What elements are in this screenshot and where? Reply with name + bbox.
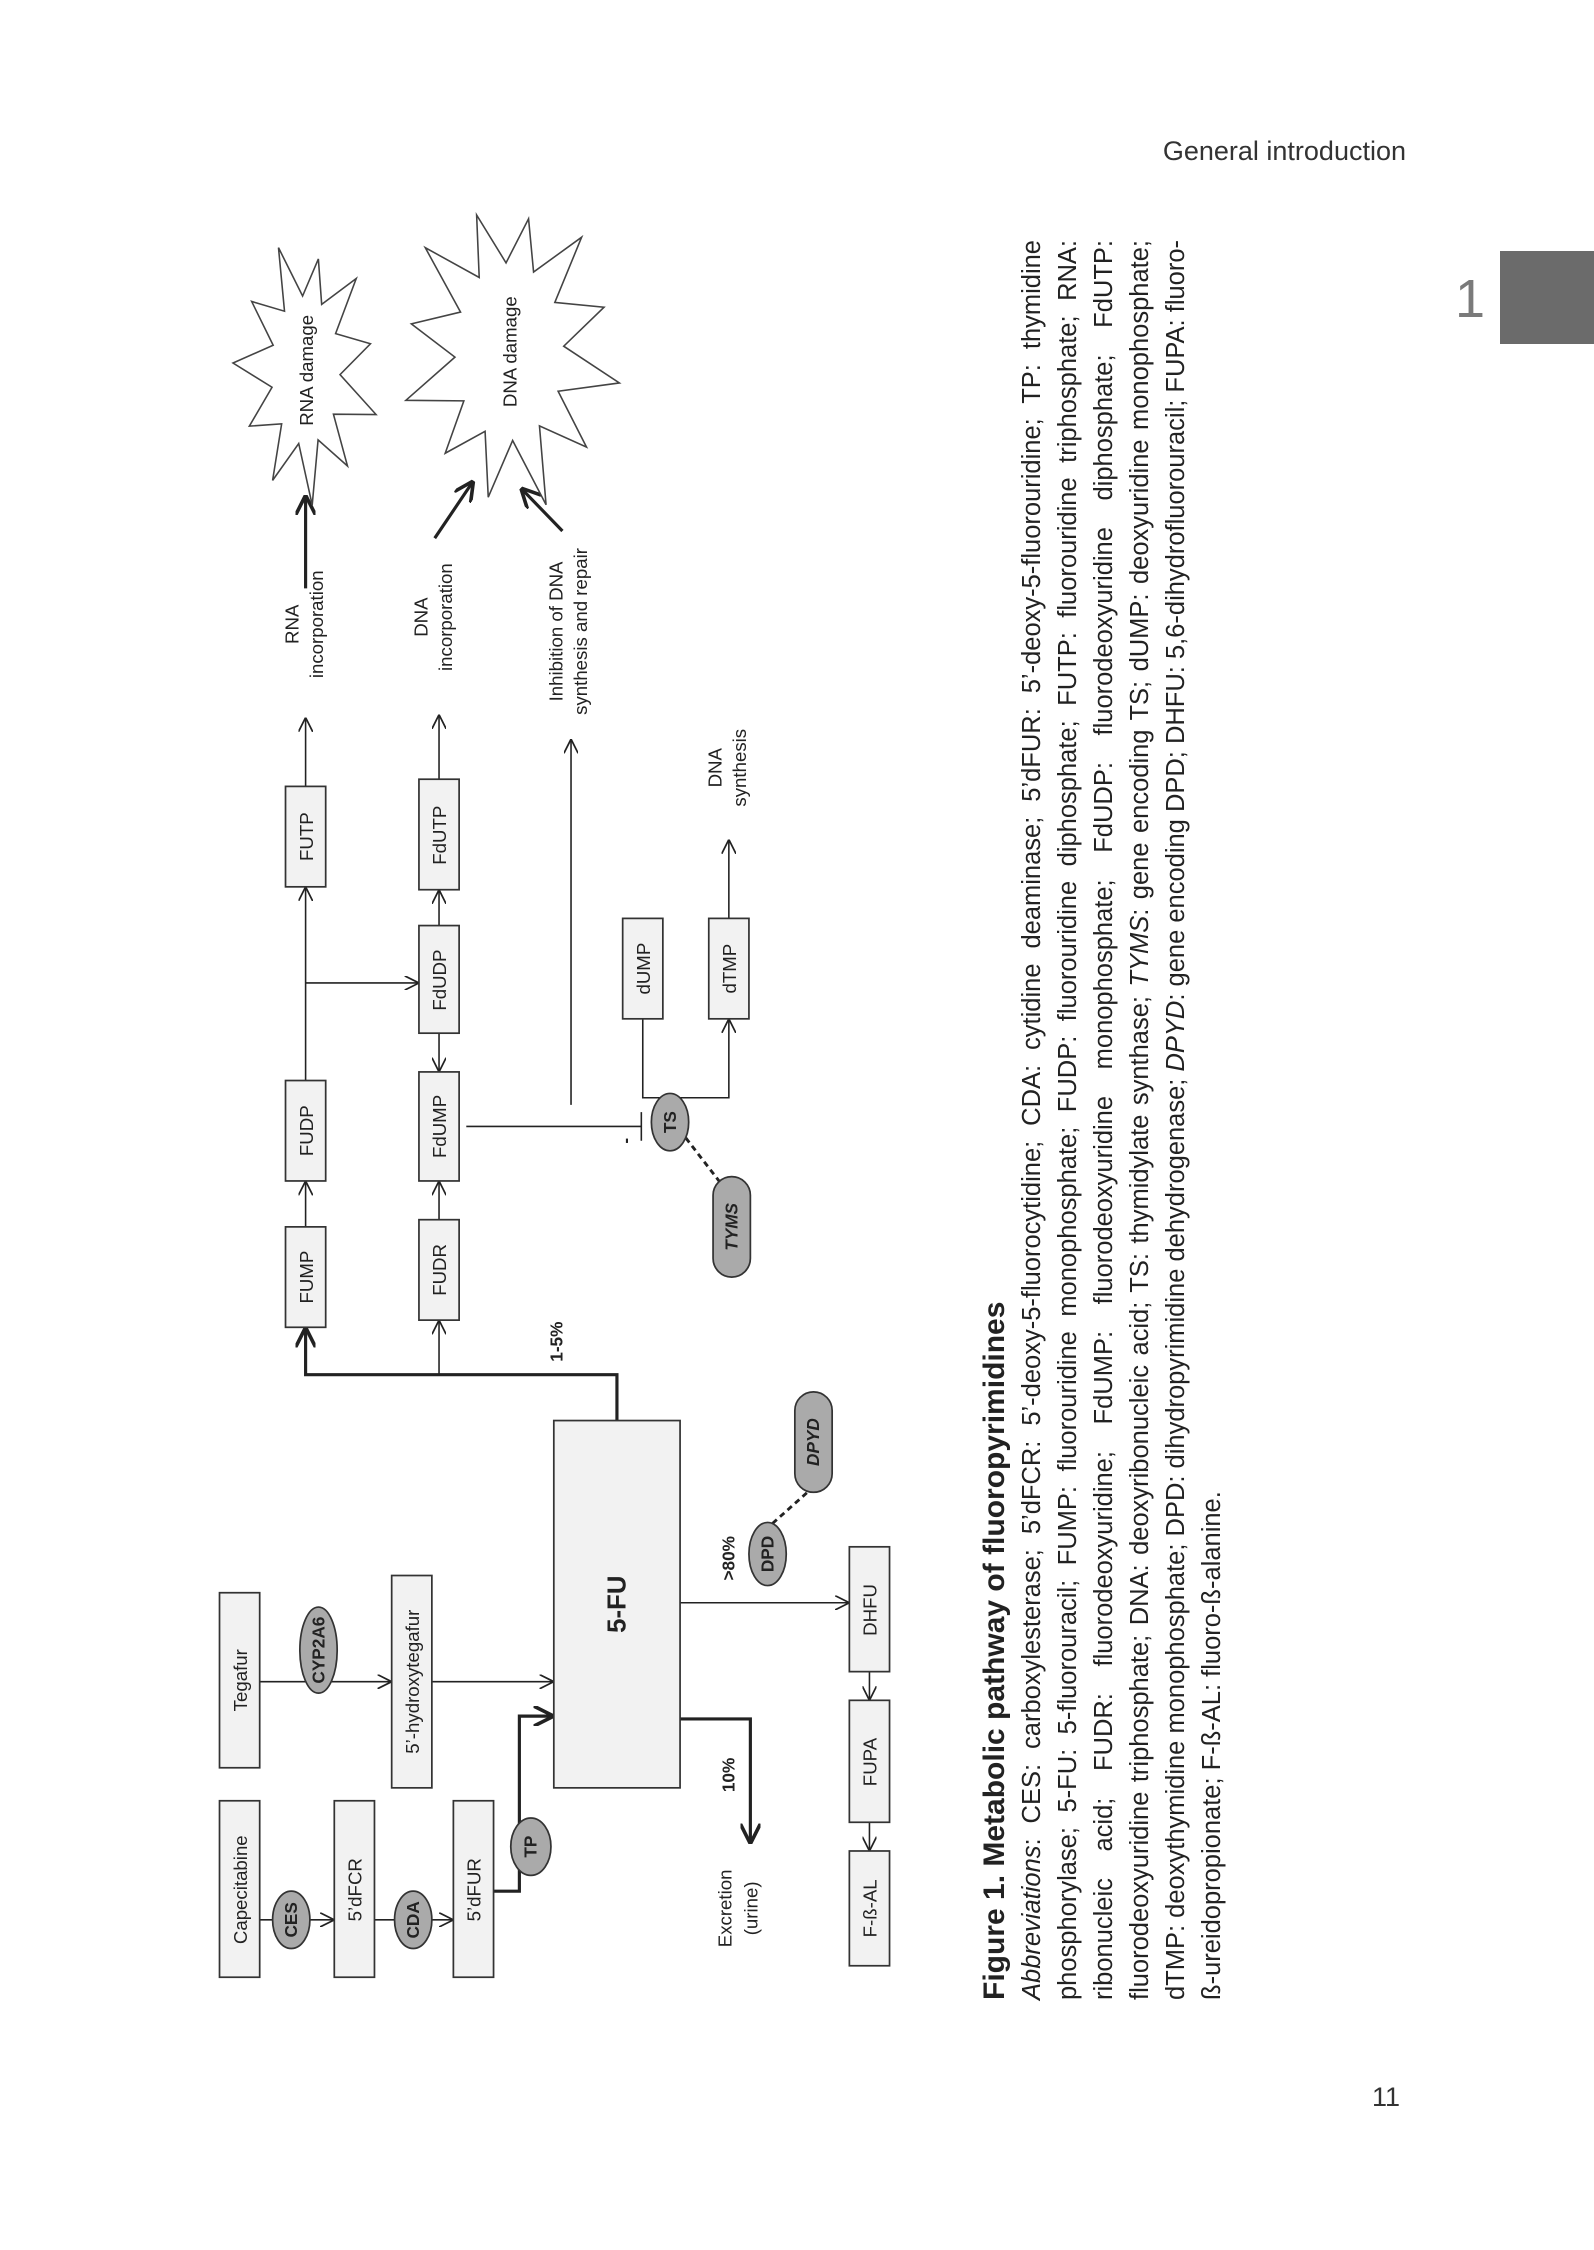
figure-caption: Figure 1. Metabolic pathway of fluoropyr…	[976, 240, 1230, 2000]
label-dna-synthesis-1: DNA	[705, 748, 726, 788]
svg-text:FUMP: FUMP	[296, 1251, 317, 1304]
enzyme-ts: TS	[650, 1092, 690, 1152]
running-head: General introduction	[1162, 136, 1406, 166]
dna-damage-burst	[403, 211, 622, 506]
svg-text:DPYD: DPYD	[803, 1418, 823, 1466]
arrow-dna-damage-inc	[433, 481, 474, 540]
label-urine: (urine)	[741, 1881, 762, 1935]
svg-text:FdUTP: FdUTP	[429, 806, 450, 865]
ts-tyms-link	[684, 1137, 726, 1190]
arrow-dna-damage-inhib	[521, 488, 564, 533]
node-hydroxytegafur: 5’-hydroxytegafur	[390, 1574, 433, 1789]
node-fdump: FdUMP	[418, 1071, 460, 1182]
svg-text:FUDP: FUDP	[296, 1105, 317, 1156]
svg-text:FdUMP: FdUMP	[429, 1095, 450, 1158]
svg-text:FUTP: FUTP	[296, 812, 317, 861]
arrow-dfur-5fu	[493, 1716, 554, 1893]
node-fudp: FUDP	[284, 1079, 327, 1182]
enzyme-tp: TP	[509, 1817, 552, 1877]
gene-dpyd: DPYD	[793, 1391, 834, 1494]
enzyme-cyp2a6: CYP2A6	[299, 1606, 339, 1695]
node-capecitabine: Capecitabine	[218, 1799, 261, 1979]
caption-tyms: TYMS	[1126, 915, 1154, 987]
svg-text:dUMP: dUMP	[633, 943, 654, 995]
node-dfur: 5’dFUR	[452, 1799, 495, 1979]
chapter-number: 1	[1455, 269, 1486, 329]
node-fbal: F-ß-AL	[848, 1850, 891, 1967]
svg-text:5’dFUR: 5’dFUR	[464, 1858, 485, 1921]
node-fdudp: FdUDP	[418, 924, 460, 1035]
label-dna-incorporation-2: incorporation	[435, 563, 456, 671]
label-dna-synthesis-2: synthesis	[729, 729, 750, 807]
label-1-5-percent: 1-5%	[546, 1322, 566, 1362]
rna-damage-burst	[231, 247, 378, 506]
node-futp: FUTP	[284, 785, 327, 888]
rna-damage-label: RNA damage	[296, 315, 317, 426]
svg-text:FUPA: FUPA	[860, 1737, 881, 1786]
svg-text:dTMP: dTMP	[719, 944, 740, 994]
arrow-5fu-anabolic	[306, 1327, 619, 1421]
svg-text:CES: CES	[281, 1902, 301, 1937]
node-fump: FUMP	[284, 1226, 327, 1329]
svg-text:TYMS: TYMS	[721, 1202, 741, 1250]
enzyme-cda: CDA	[393, 1890, 433, 1950]
svg-text:TS: TS	[660, 1111, 680, 1133]
figure-title: Figure 1. Metabolic pathway of fluoropyr…	[978, 1301, 1011, 2000]
inhibition-fdump-ts	[466, 1112, 643, 1141]
svg-text:FdUDP: FdUDP	[429, 950, 450, 1011]
svg-text:CYP2A6: CYP2A6	[308, 1617, 328, 1684]
node-5fu: 5-FU	[552, 1419, 681, 1789]
gene-tyms: TYMS	[712, 1175, 752, 1278]
svg-text:Capecitabine: Capecitabine	[230, 1835, 251, 1944]
abbreviations-label: Abbreviations	[1018, 1845, 1046, 2000]
node-fupa: FUPA	[848, 1699, 891, 1824]
enzyme-ces: CES	[271, 1890, 311, 1950]
label-inhibition-1: Inhibition of DNA	[545, 561, 566, 701]
node-fudr: FUDR	[418, 1218, 460, 1321]
page-number: 11	[1372, 2082, 1401, 2112]
label-rna-incorporation-2: incorporation	[306, 570, 327, 678]
svg-text:5-FU: 5-FU	[604, 1576, 632, 1633]
label-10-percent: 10%	[719, 1758, 739, 1792]
svg-text:5’dFCR: 5’dFCR	[345, 1858, 366, 1921]
node-dhfu: DHFU	[848, 1545, 891, 1673]
node-dfcr: 5’dFCR	[333, 1799, 376, 1979]
enzyme-dpd: DPD	[748, 1521, 788, 1587]
label-minus: -	[615, 1138, 635, 1144]
svg-text:5’-hydroxytegafur: 5’-hydroxytegafur	[402, 1610, 423, 1754]
svg-text:Tegafur: Tegafur	[230, 1649, 251, 1711]
label-inhibition-2: synthesis and repair	[570, 548, 591, 715]
node-fdutp: FdUTP	[418, 778, 460, 891]
node-dtmp: dTMP	[707, 917, 750, 1020]
node-dump: dUMP	[621, 917, 664, 1020]
label-dna-incorporation-1: DNA	[411, 597, 432, 637]
dna-damage-label: DNA damage	[500, 296, 521, 407]
chapter-tab	[1500, 251, 1594, 344]
svg-text:DHFU: DHFU	[860, 1584, 881, 1636]
arrow-dump-dtmp	[641, 1018, 729, 1099]
svg-text:DPD: DPD	[757, 1536, 777, 1572]
svg-text:FUDR: FUDR	[429, 1244, 450, 1296]
label-excretion: Excretion	[715, 1870, 736, 1948]
label-rna-incorporation-1: RNA	[281, 604, 302, 644]
svg-text:CDA: CDA	[403, 1901, 423, 1938]
node-tegafur: Tegafur	[218, 1591, 261, 1769]
svg-text:TP: TP	[521, 1836, 541, 1858]
label-80-percent: >80%	[719, 1536, 739, 1580]
arrow-5fu-excretion	[680, 1717, 750, 1844]
caption-dpyd: DPYD	[1162, 1000, 1190, 1072]
svg-text:F-ß-AL: F-ß-AL	[860, 1879, 881, 1937]
